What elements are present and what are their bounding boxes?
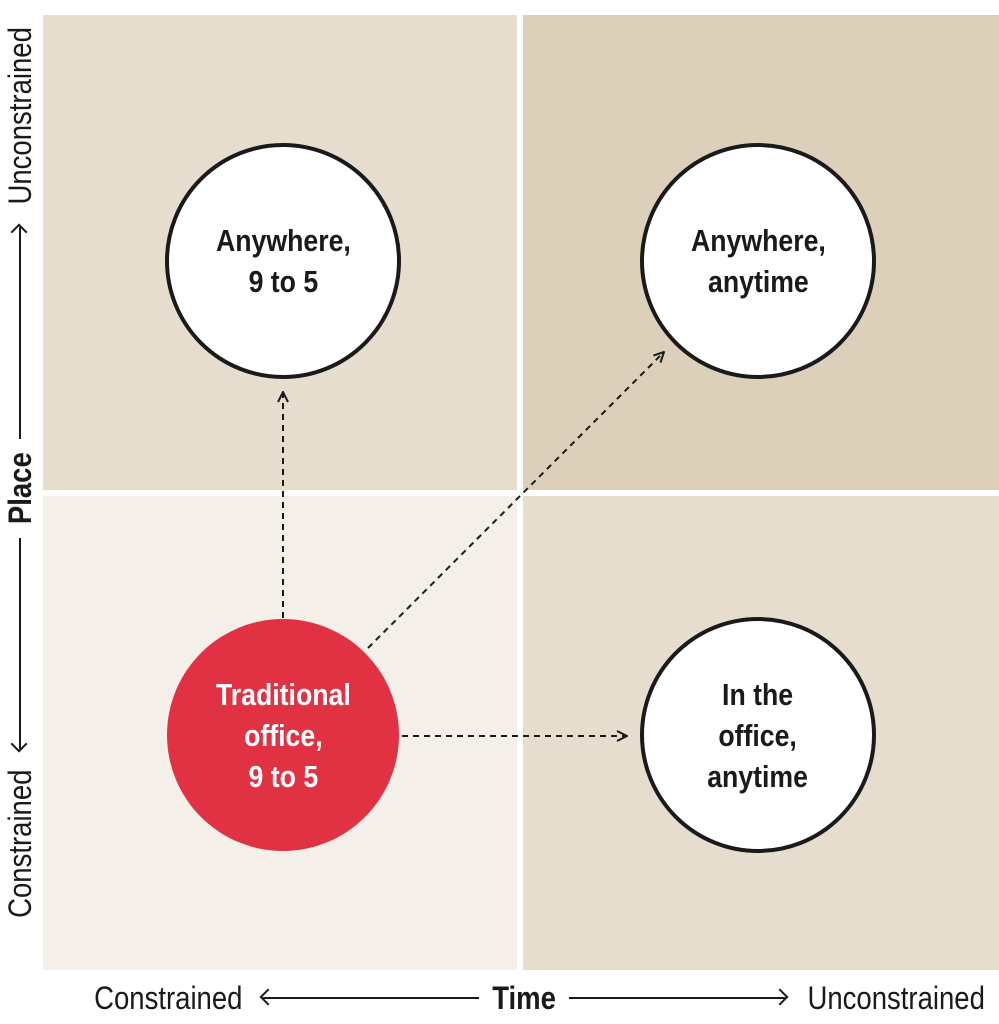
node-anywhere-9-to-5: Anywhere, 9 to 5 bbox=[165, 143, 401, 379]
node-anywhere-anytime: Anywhere, anytime bbox=[640, 143, 876, 379]
y-axis-up-arrow bbox=[19, 227, 21, 439]
y-axis: Constrained Place Unconstrained bbox=[0, 13, 40, 930]
x-axis-right-arrow bbox=[568, 997, 785, 999]
y-axis-low-label: Constrained bbox=[1, 769, 38, 918]
x-axis-high-label: Unconstrained bbox=[807, 979, 985, 1016]
y-axis-title: Place bbox=[1, 452, 38, 525]
node-anywhere-anytime-label: Anywhere, anytime bbox=[690, 223, 826, 299]
y-axis-down-arrow bbox=[19, 538, 21, 750]
node-traditional-office-label: Traditional office, 9 to 5 bbox=[215, 676, 351, 794]
node-anywhere-9-to-5-label: Anywhere, 9 to 5 bbox=[215, 223, 351, 299]
x-axis-title: Time bbox=[491, 979, 556, 1016]
y-axis-high-label: Unconstrained bbox=[1, 27, 38, 205]
node-traditional-office: Traditional office, 9 to 5 bbox=[167, 619, 399, 851]
x-axis: Constrained Time Unconstrained bbox=[82, 976, 999, 1020]
x-axis-low-label: Constrained bbox=[94, 979, 243, 1016]
node-office-anytime-label: In the office, anytime bbox=[707, 676, 809, 794]
arrow-to-anywhere-anytime bbox=[367, 352, 664, 649]
x-axis-left-arrow bbox=[262, 997, 479, 999]
node-office-anytime: In the office, anytime bbox=[640, 617, 876, 853]
